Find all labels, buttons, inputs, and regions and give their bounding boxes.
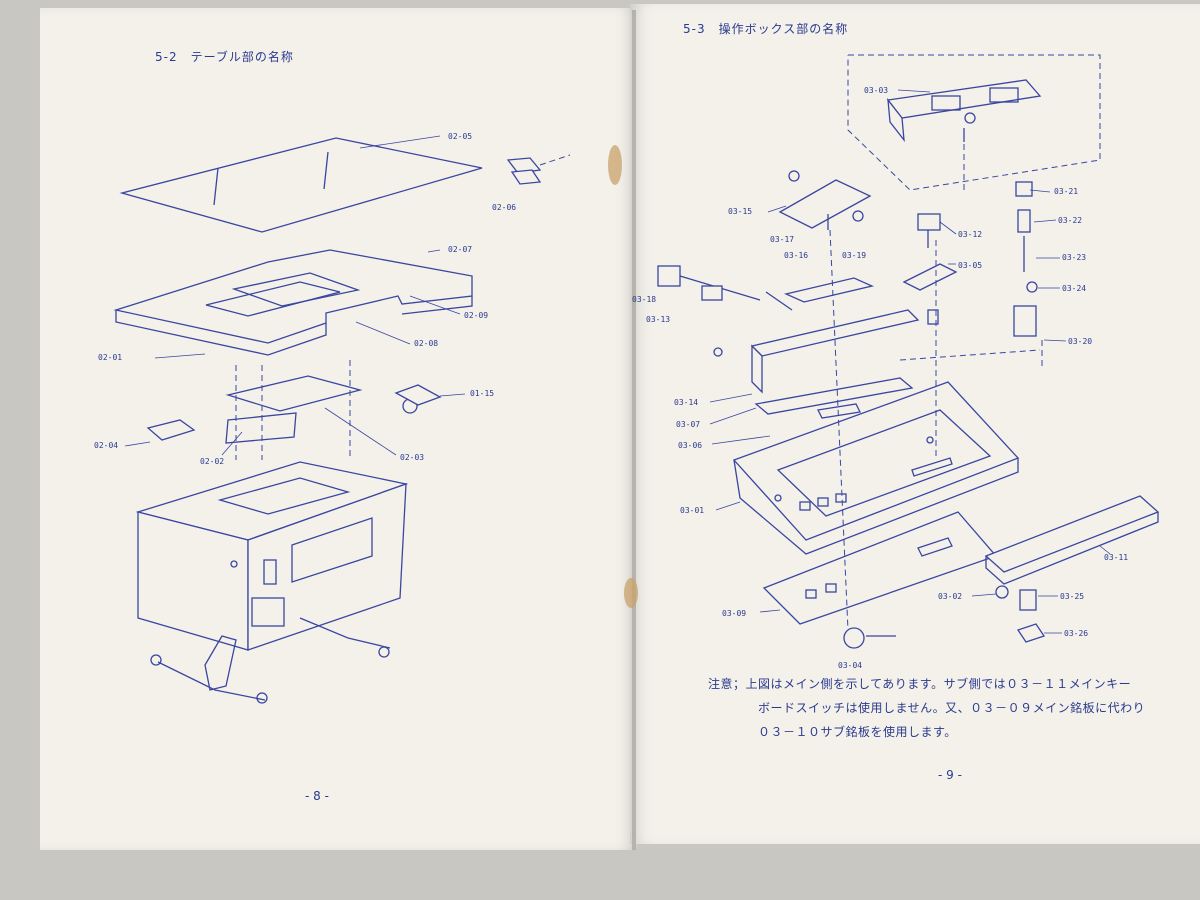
part-label: 03-11 (1104, 553, 1128, 562)
part-label: 03-21 (1054, 187, 1078, 196)
part-label: 03-03 (864, 86, 888, 95)
part-label: 03-25 (1060, 592, 1084, 601)
part-label: 02-04 (94, 441, 118, 450)
table-frame (113, 249, 473, 356)
assembly-axes (829, 144, 1043, 631)
plate-03-07 (754, 377, 914, 419)
part-label: 02-07 (448, 245, 472, 254)
spring-stack (1013, 181, 1038, 337)
part-label: 03-22 (1058, 216, 1082, 225)
right-page-heading: 5-3 操作ボックス部の名称 (683, 22, 849, 36)
part-label: 02-02 (200, 457, 224, 466)
part-label: 03-24 (1062, 284, 1086, 293)
leaders-right (709, 89, 1111, 634)
page-gutter (632, 10, 636, 850)
part-label: 03-04 (838, 661, 862, 670)
left-page-heading: 5-2 テーブル部の名称 (155, 50, 294, 64)
part-label: 03-13 (646, 315, 670, 324)
part-label: 02-06 (492, 203, 516, 212)
part-label: 03-06 (678, 441, 702, 450)
left-page-number: - 8 - (305, 789, 329, 803)
part-label: 03-12 (958, 230, 982, 239)
note-line-1: 注意；上図はメイン側を示してあります。サブ側では０３－１１メインキー (708, 677, 1132, 691)
part-label: 02-09 (464, 311, 488, 320)
part-label: 03-07 (676, 420, 700, 429)
part-label: 03-23 (1062, 253, 1086, 262)
part-label: 03-16 (784, 251, 808, 260)
control-box-03-01 (732, 381, 1020, 555)
part-label: 03-19 (842, 251, 866, 260)
detail-callout-outline (847, 54, 1101, 191)
part-label: 03-05 (958, 261, 982, 270)
right-page-number: - 9 - (938, 768, 962, 782)
stain-mark (608, 145, 622, 185)
bracket-03-05 (902, 263, 958, 325)
part-label: 02-01 (98, 353, 122, 362)
keyboard-03-11 (984, 495, 1160, 585)
part-label: 03-18 (632, 295, 656, 304)
glass-top-plate (119, 137, 483, 233)
leaders-left (124, 135, 466, 456)
part-label: 02-08 (414, 339, 438, 348)
plate-03-19 (783, 277, 875, 303)
part-label: 03-14 (674, 398, 698, 407)
note-line-3: ０３－１０サブ銘板を使用します。 (758, 725, 957, 739)
cabinet (135, 461, 409, 704)
bracket-02-06 (506, 154, 571, 185)
stain-mark (624, 578, 638, 608)
part-label: 02-05 (448, 132, 472, 141)
part-label: 03-01 (680, 506, 704, 515)
small-parts (843, 585, 1046, 649)
switch-03-18 (657, 265, 793, 311)
part-label: 03-20 (1068, 337, 1092, 346)
part-label: 03-15 (728, 207, 752, 216)
lower-panel (146, 360, 442, 460)
note-line-2: ボードスイッチは使用しません。又、０３－０９メイン銘板に代わり (758, 701, 1146, 715)
switch-03-12 (917, 213, 941, 248)
part-label: 03-09 (722, 609, 746, 618)
part-label: 03-02 (938, 592, 962, 601)
part-label: 03-26 (1064, 629, 1088, 638)
part-label: 02-03 (400, 453, 424, 462)
part-03-15 (778, 170, 872, 230)
part-label: 01-15 (470, 389, 494, 398)
detail-03-03 (886, 79, 1042, 143)
part-label: 03-17 (770, 235, 794, 244)
